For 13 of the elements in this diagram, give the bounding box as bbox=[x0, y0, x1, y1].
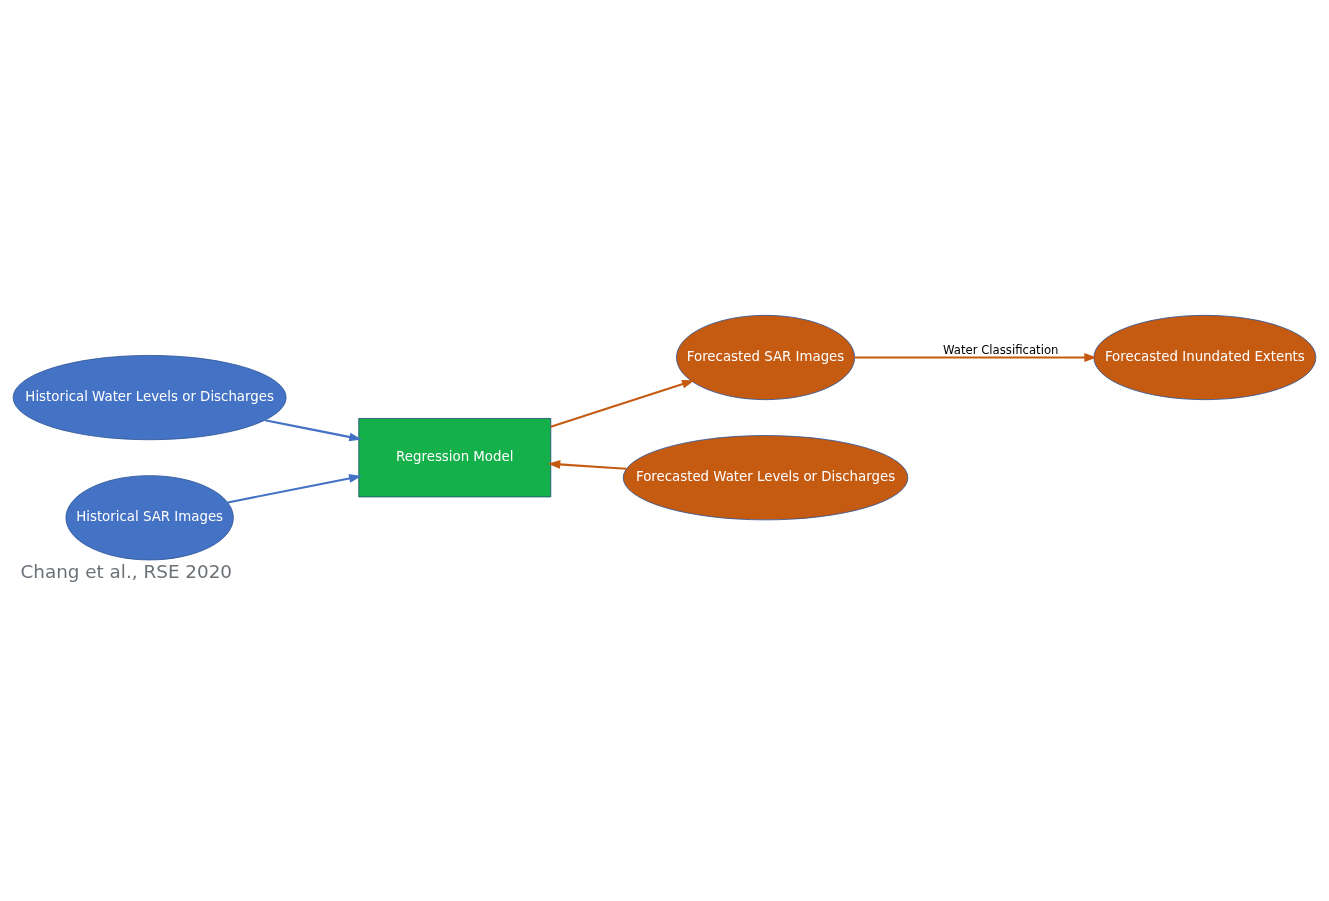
node-ellipse: Forecasted Inundated Extents bbox=[1093, 314, 1317, 400]
node-ellipse: Historical SAR Images bbox=[65, 474, 234, 560]
node-ellipse: Forecasted Water Levels or Discharges bbox=[622, 434, 909, 520]
node-box: Regression Model bbox=[358, 417, 552, 497]
arrow bbox=[550, 379, 695, 428]
arrow bbox=[854, 352, 1097, 362]
node-ellipse: Forecasted SAR Images bbox=[676, 314, 855, 400]
edge-label: Water Classification bbox=[943, 342, 1059, 357]
arrow bbox=[264, 418, 362, 441]
node-ellipse: Historical Water Levels or Discharges bbox=[12, 354, 287, 440]
arrow bbox=[227, 473, 362, 503]
caption: Chang et al., RSE 2020 bbox=[20, 560, 233, 582]
arrow bbox=[547, 459, 627, 470]
